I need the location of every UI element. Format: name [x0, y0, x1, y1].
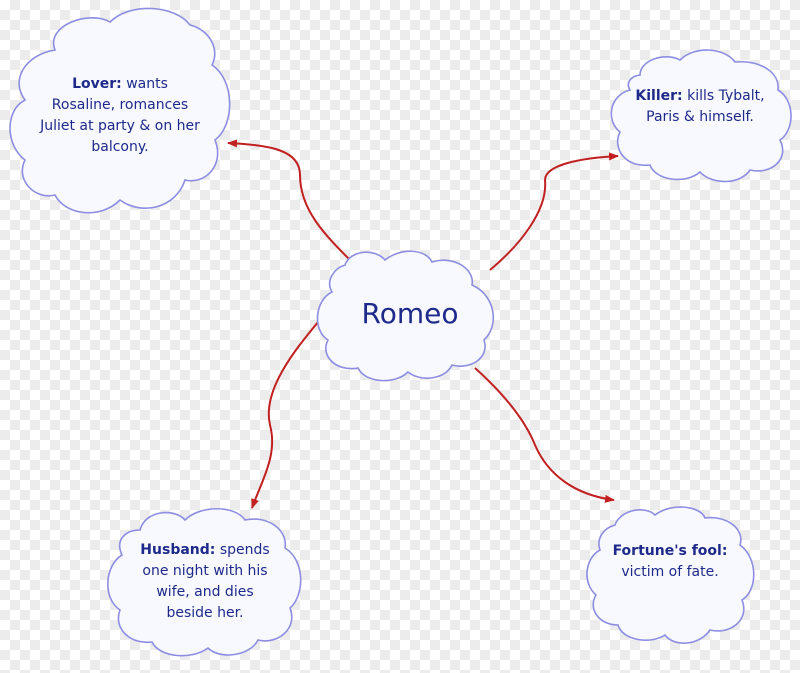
- cloud-husband: [107, 508, 302, 657]
- cloud-lover: [9, 7, 231, 214]
- fortune-label-bold: Fortune's fool:: [612, 543, 728, 559]
- lover-label-text: wants Rosaline, romances Juliet at party…: [40, 76, 200, 155]
- arrow-to-lover: [227, 139, 353, 263]
- arrow-to-killer: [489, 152, 619, 271]
- romeo-label-text: Romeo: [361, 297, 459, 330]
- fortune-label: Fortune's fool: victim of fate.: [610, 541, 730, 583]
- husband-label-text: spends one night with his wife, and dies…: [142, 542, 270, 621]
- cloud-romeo[interactable]: [316, 250, 494, 382]
- killer-label-text: kills Tybalt, Paris & himself.: [646, 88, 765, 125]
- cloud-killer: [610, 49, 792, 183]
- lover-label: Lover: wants Rosaline, romances Juliet a…: [40, 74, 200, 158]
- arrow-to-husband: [251, 321, 319, 509]
- romeo-label[interactable]: Romeo: [345, 297, 475, 331]
- lover-label-bold: Lover:: [72, 76, 122, 92]
- cloud-fortune: [586, 506, 755, 644]
- killer-label: Killer: kills Tybalt, Paris & himself.: [635, 86, 765, 128]
- husband-label-bold: Husband:: [140, 542, 216, 558]
- killer-label-bold: Killer:: [635, 88, 683, 104]
- husband-label: Husband: spends one night with his wife,…: [135, 540, 275, 624]
- fortune-label-text: victim of fate.: [621, 564, 719, 580]
- arrow-to-fortune: [474, 367, 615, 503]
